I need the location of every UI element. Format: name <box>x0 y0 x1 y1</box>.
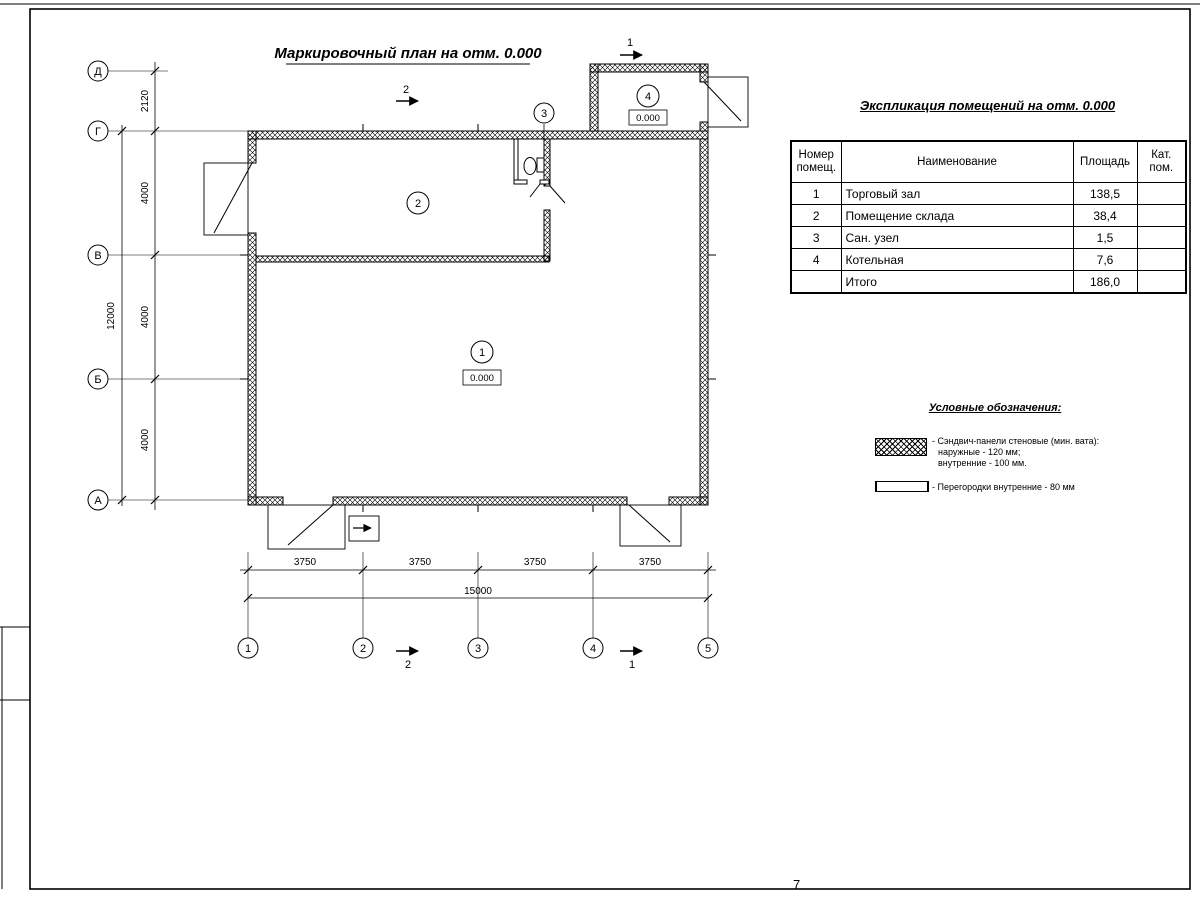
col-header-number: Номер помещ. <box>790 140 842 183</box>
axis-label-left: А <box>94 495 102 507</box>
table-header-row: Номер помещ. Наименование Площадь Кат. п… <box>790 140 1187 183</box>
cell-room-category <box>1136 204 1187 227</box>
exterior-walls <box>247 63 709 506</box>
dim-total-label: 12000 <box>106 302 117 330</box>
section-number: 1 <box>629 659 635 671</box>
cell-room-category <box>1136 182 1187 205</box>
sheet-frame <box>0 3 1200 890</box>
schedule-title: Экспликация помещений на отм. 0.000 <box>859 98 1116 113</box>
page-number: 7 <box>793 877 801 892</box>
table-row-total: Итого 186,0 <box>790 270 1187 294</box>
level-mark: 0.000 <box>470 373 494 384</box>
toilet-icon <box>523 157 545 175</box>
room-number: 4 <box>645 91 651 103</box>
legend-item-text: - Сэндвич-панели стеновые (мин. вата): <box>932 436 1100 446</box>
axis-label-bottom: 1 <box>245 643 251 655</box>
partition-swatch-icon <box>875 481 929 492</box>
cell-room-name: Помещение склада <box>840 204 1074 227</box>
plan-title-group: Маркировочный план на отм. 0.000 <box>274 45 542 65</box>
cell-total-label: Итого <box>840 270 1074 294</box>
dim-label: 4000 <box>140 428 151 451</box>
level-mark: 0.000 <box>636 113 660 124</box>
doors-and-porches <box>203 76 749 550</box>
cell-room-category <box>1136 248 1187 271</box>
cell-room-number: 1 <box>790 182 842 205</box>
axis-label-left: В <box>94 250 101 262</box>
cell-room-name: Торговый зал <box>840 182 1074 205</box>
interior-partitions <box>513 138 550 185</box>
dim-label: 4000 <box>140 305 151 328</box>
cell-room-area: 7,6 <box>1072 248 1138 271</box>
cell-room-name: Сан. узел <box>840 226 1074 249</box>
plan-title: Маркировочный план на отм. 0.000 <box>274 45 542 62</box>
axis-label-bottom: 2 <box>360 643 366 655</box>
axis-label-left: Б <box>94 374 101 386</box>
cell-room-area: 138,5 <box>1072 182 1138 205</box>
col-header-area: Площадь <box>1072 140 1138 183</box>
axis-label-bottom: 5 <box>705 643 711 655</box>
cell-room-name: Котельная <box>840 248 1074 271</box>
room-schedule-table: Номер помещ. Наименование Площадь Кат. п… <box>790 140 1187 294</box>
table-row: 3 Сан. узел 1,5 <box>790 226 1187 249</box>
cell-room-number: 4 <box>790 248 842 271</box>
wall-ticks <box>240 124 716 512</box>
room-number: 1 <box>479 347 485 359</box>
col-header-name: Наименование <box>840 140 1074 183</box>
dim-label: 3750 <box>524 557 547 568</box>
axis-label-bottom: 4 <box>590 643 596 655</box>
section-number: 2 <box>403 84 409 96</box>
axis-label-left: Г <box>95 126 101 138</box>
section-number: 1 <box>627 37 633 49</box>
room-labels: 1 0.000 2 3 4 0.000 <box>406 84 668 386</box>
axis-label-bottom: 3 <box>475 643 481 655</box>
dimensions-left: 2120 4000 4000 4000 12000 <box>106 62 160 510</box>
table-row: 1 Торговый зал 138,5 <box>790 182 1187 205</box>
dim-label: 3750 <box>409 557 432 568</box>
col-header-category: Кат. пом. <box>1136 140 1187 183</box>
section-marks: 2 1 2 1 <box>396 37 643 671</box>
entrance-arrow-box <box>348 515 380 542</box>
legend-item-text: наружные - 120 мм; <box>938 447 1021 457</box>
table-row: 2 Помещение склада 38,4 <box>790 204 1187 227</box>
cell-room-category <box>1136 226 1187 249</box>
dim-label: 4000 <box>140 181 151 204</box>
cell-total-area: 186,0 <box>1072 270 1138 294</box>
room-number: 3 <box>541 108 547 120</box>
cell-room-area: 1,5 <box>1072 226 1138 249</box>
legend-title: Условные обозначения: <box>928 402 1062 414</box>
cell-room-number: 3 <box>790 226 842 249</box>
section-number: 2 <box>405 659 411 671</box>
cell-room-number <box>790 270 842 294</box>
cell-room-area: 38,4 <box>1072 204 1138 227</box>
axis-label-left: Д <box>94 66 102 78</box>
legend-item-text: внутренние - 100 мм. <box>938 458 1027 468</box>
room-number: 2 <box>415 198 421 210</box>
dim-label: 3750 <box>639 557 662 568</box>
dim-total-label: 15000 <box>464 586 492 597</box>
dim-label: 2120 <box>140 89 151 112</box>
dim-label: 3750 <box>294 557 317 568</box>
axes-left: Д Г В Б А <box>87 60 248 511</box>
cell-room-number: 2 <box>790 204 842 227</box>
table-row: 4 Котельная 7,6 <box>790 248 1187 271</box>
sandwich-panel-swatch-icon <box>875 438 927 456</box>
legend-item-text: - Перегородки внутренние - 80 мм <box>932 482 1075 492</box>
cell-room-category <box>1136 270 1187 294</box>
dimensions-bottom: 3750 3750 3750 3750 15000 1 2 3 4 5 <box>237 552 719 659</box>
